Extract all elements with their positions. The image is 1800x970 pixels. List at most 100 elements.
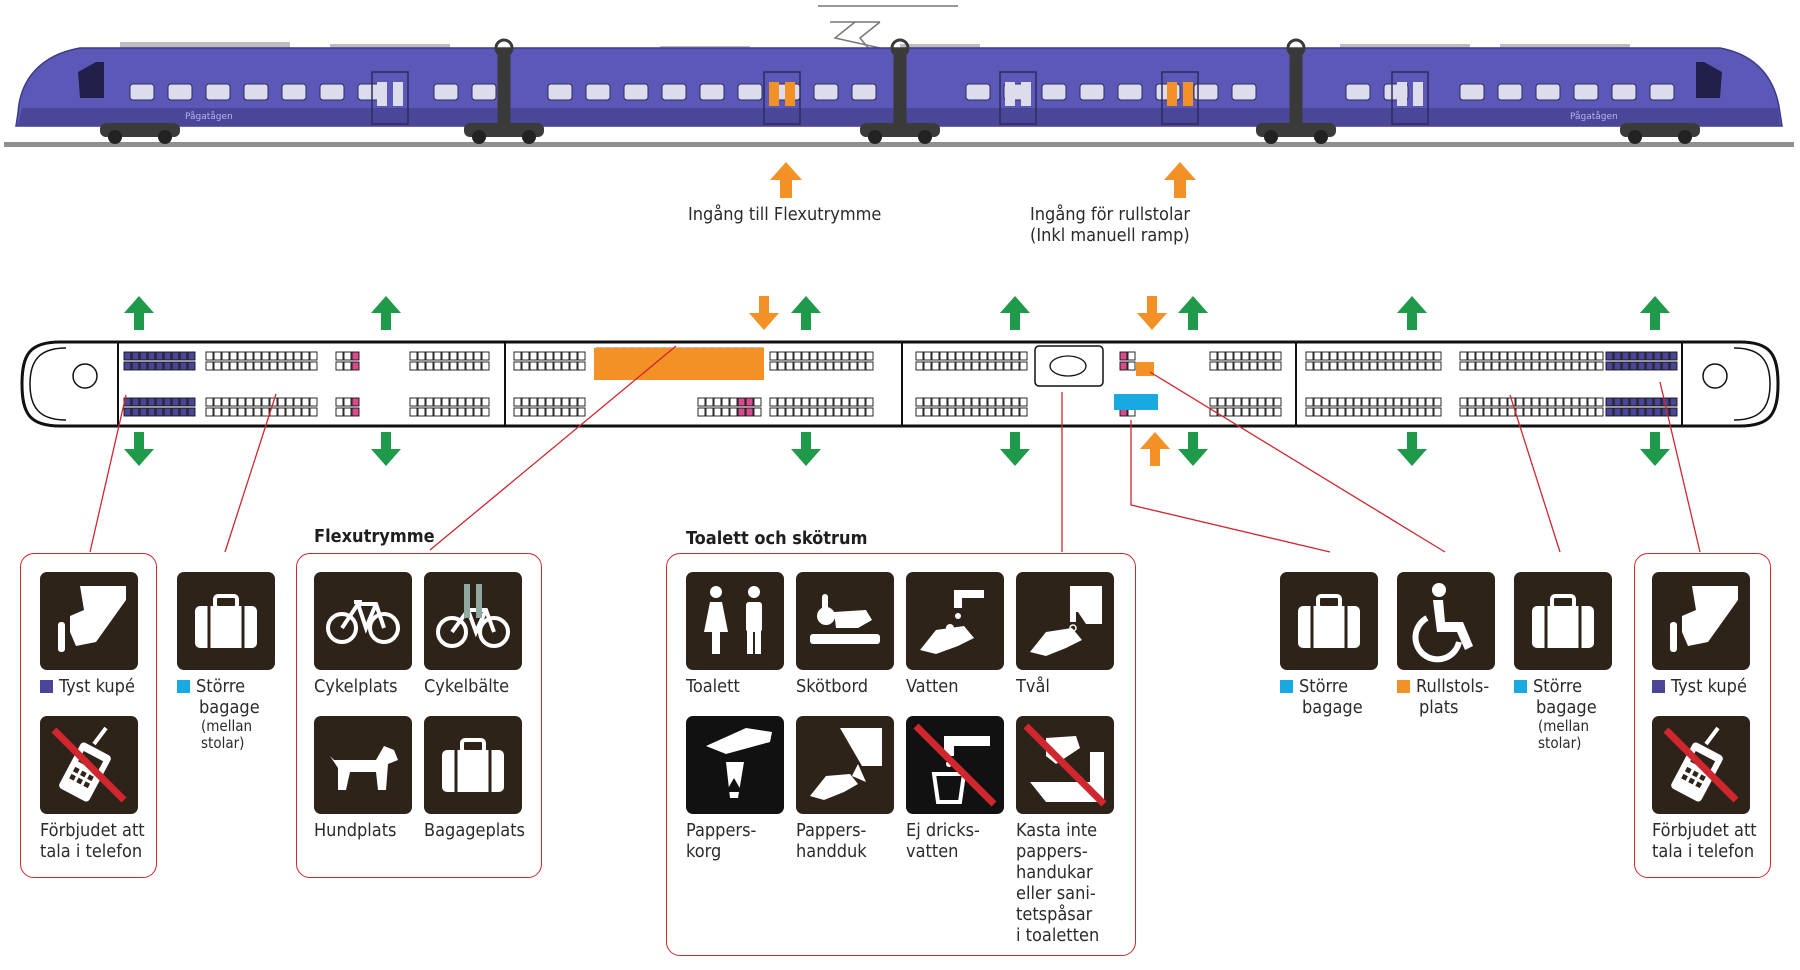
train-outline [20, 340, 1780, 428]
seat [1491, 361, 1500, 371]
seat [1555, 407, 1564, 417]
seat [1265, 361, 1274, 371]
seat [1209, 407, 1218, 417]
soap-dispenser-icon [1030, 586, 1102, 656]
seat [293, 407, 302, 417]
right-phone-tile [1652, 716, 1750, 814]
seat [1483, 351, 1492, 361]
seat [1417, 407, 1426, 417]
seat [221, 351, 230, 361]
seat [1353, 351, 1362, 361]
seat [1483, 361, 1492, 371]
seat [123, 361, 132, 371]
seat [785, 397, 794, 407]
baby-changing-tile [796, 572, 894, 670]
seat [309, 397, 318, 407]
seat [1217, 397, 1226, 407]
seat [1377, 351, 1386, 361]
seat [577, 397, 586, 407]
seat [553, 361, 562, 371]
bicycle-caption: Cykelplats [314, 676, 398, 697]
seat [1011, 361, 1020, 371]
seat [409, 361, 418, 371]
seat [417, 397, 426, 407]
seat [1019, 361, 1028, 371]
flex-entrance-label: Ingång till Flexutrymme [688, 204, 882, 225]
seat [1499, 397, 1508, 407]
seat [253, 351, 262, 361]
seat [457, 407, 466, 417]
seat [1305, 361, 1314, 371]
seat [1661, 361, 1670, 371]
seat [1313, 351, 1322, 361]
suitcase-icon [442, 738, 504, 792]
seat [1249, 407, 1258, 417]
seat [1637, 361, 1646, 371]
seat [817, 407, 826, 417]
seat [785, 351, 794, 361]
water-tile [906, 572, 1004, 670]
seat [1629, 361, 1638, 371]
seat [131, 351, 140, 361]
seat [343, 361, 352, 371]
seat [205, 407, 214, 417]
down-arrow [1640, 432, 1670, 466]
seat [529, 351, 538, 361]
seat [481, 361, 490, 371]
no-phone-icon [1663, 726, 1739, 803]
side-window [471, 83, 497, 101]
right-quiet-group [1634, 553, 1771, 878]
flex-entrance-arrow [770, 162, 802, 198]
seat [1515, 397, 1524, 407]
seat [309, 351, 318, 361]
seat [545, 397, 554, 407]
seat [801, 407, 810, 417]
soap-caption: Tvål [1016, 676, 1050, 697]
pantograph [818, 5, 958, 51]
side-window [585, 83, 611, 101]
toilet-room [1034, 345, 1104, 387]
seat [171, 407, 180, 417]
seat [1587, 397, 1596, 407]
door-window [769, 82, 779, 106]
seat [785, 407, 794, 417]
seat [1531, 361, 1540, 371]
side-window [319, 83, 345, 101]
seat [1393, 361, 1402, 371]
seat [425, 407, 434, 417]
side-door [763, 71, 801, 125]
seat [1587, 351, 1596, 361]
seat [417, 407, 426, 417]
seat [995, 361, 1004, 371]
seat [561, 361, 570, 371]
seat [1273, 407, 1282, 417]
seat [1555, 397, 1564, 407]
seat [425, 351, 434, 361]
seat [1507, 361, 1516, 371]
side-window [281, 83, 307, 101]
door-arrows [124, 296, 1670, 466]
seat [1467, 397, 1476, 407]
seat [1587, 361, 1596, 371]
seat [545, 351, 554, 361]
seat [979, 397, 988, 407]
baby-changing-icon [810, 594, 880, 644]
seat [285, 407, 294, 417]
seat [833, 361, 842, 371]
seat [301, 407, 310, 417]
seat [1401, 397, 1410, 407]
seat [1629, 407, 1638, 417]
down-arrow [1000, 432, 1030, 466]
seat [1329, 361, 1338, 371]
side-window [623, 83, 649, 101]
seat [931, 397, 940, 407]
seat [1345, 397, 1354, 407]
seat [577, 351, 586, 361]
seat [777, 407, 786, 417]
seat [841, 407, 850, 417]
seat [277, 361, 286, 371]
suitcase-icon [1298, 594, 1360, 648]
seat [923, 361, 932, 371]
no-phone-icon [51, 726, 127, 803]
seat [1127, 351, 1136, 361]
